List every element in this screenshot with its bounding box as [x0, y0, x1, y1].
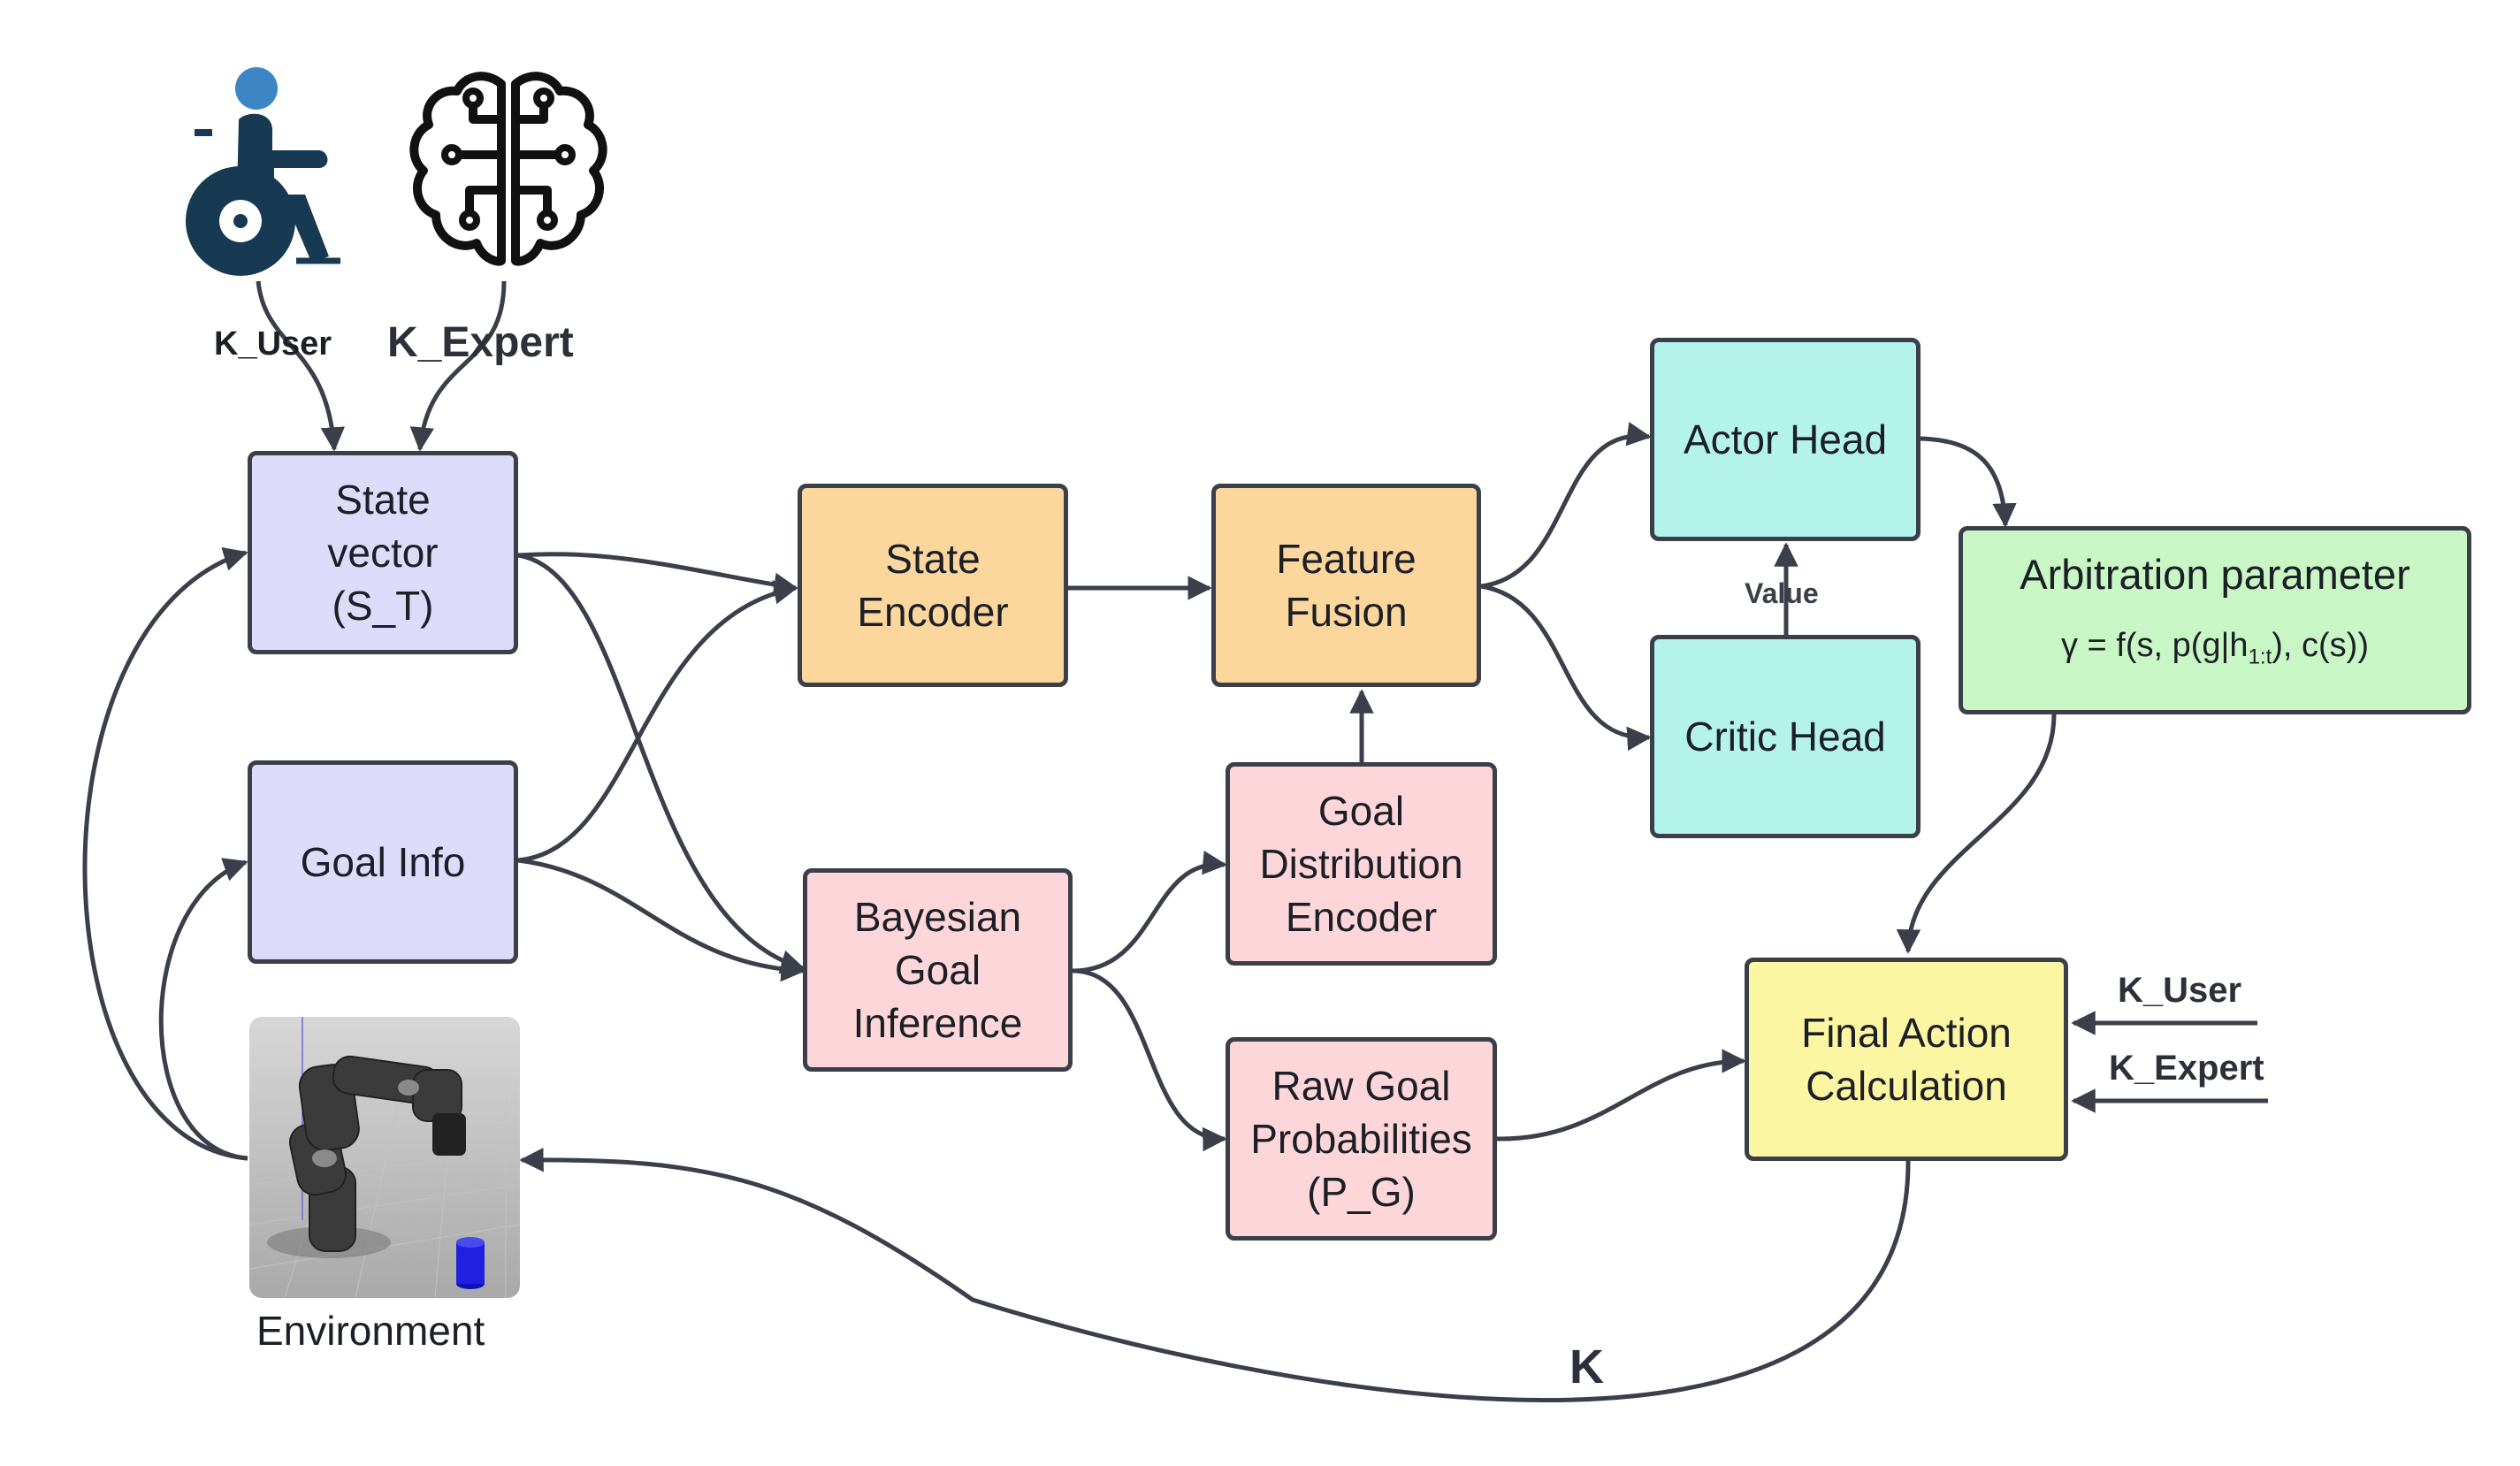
goal-dist-line-3: Encoder — [1285, 894, 1438, 940]
edge-bayes-to-rawgoal — [1072, 968, 1227, 1152]
k-user-top-label: K_User — [214, 325, 332, 363]
edge-fusion-to-critic — [1480, 584, 1652, 752]
k-bottom-label: K — [1569, 1340, 1604, 1393]
value-label: Value — [1745, 577, 1819, 609]
goal-dist-line-2: Distribution — [1259, 841, 1463, 887]
edge-state-to-bayes — [517, 553, 806, 974]
k-user-right-label: K_User — [2118, 971, 2242, 1010]
wheelchair-user-icon — [186, 67, 340, 276]
edge-rawgoal-to-final — [1496, 1049, 1746, 1141]
goal-info-node: Goal Info — [248, 760, 518, 964]
environment-label: Environment — [256, 1308, 485, 1354]
arbitration-parameter-node: Arbitration parameter γ = f(s, p(g|h1:t)… — [1959, 526, 2471, 714]
state-encoder-node: State Encoder — [798, 484, 1068, 687]
state-vector-line-3: (S_T) — [332, 583, 434, 629]
arbitration-formula: γ = f(s, p(g|h1:t), c(s)) — [2061, 624, 2369, 679]
raw-goal-line-2: Probabilities — [1250, 1116, 1472, 1162]
final-action-calculation-node: Final Action Calculation — [1745, 958, 2068, 1161]
goal-dist-line-1: Goal — [1317, 788, 1405, 834]
edge-goal-to-encoder — [517, 580, 798, 863]
edge-arbitration-to-final — [1896, 714, 2057, 954]
feature-fusion-node: Feature Fusion — [1211, 484, 1481, 687]
bayesian-goal-inference-node: Bayesian Goal Inference — [803, 868, 1073, 1072]
edge-actor-to-arbitration — [1920, 436, 2017, 528]
edge-kuser-to-state — [256, 280, 346, 452]
raw-goal-probabilities-node: Raw Goal Probabilities (P_G) — [1226, 1037, 1497, 1241]
final-action-line-1: Final Action — [1801, 1010, 2012, 1056]
formula-subscript: 1:t — [2248, 645, 2272, 669]
state-vector-node: State vector (S_T) — [248, 451, 518, 654]
raw-goal-line-1: Raw Goal — [1271, 1063, 1451, 1109]
edge-final-to-environment — [519, 1148, 1911, 1402]
bayesian-line-3: Inference — [852, 1000, 1023, 1046]
state-vector-line-2: vector — [327, 530, 439, 576]
formula-end: ), c(s)) — [2272, 627, 2369, 664]
formula-main: γ = f(s, p(g|h — [2061, 627, 2249, 664]
edge-goal-to-bayes — [517, 858, 806, 982]
bayesian-line-2: Goal — [894, 947, 981, 993]
brain-circuit-icon — [409, 72, 607, 266]
feature-fusion-line-1: Feature — [1276, 536, 1417, 582]
feature-fusion-line-2: Fusion — [1285, 589, 1408, 635]
state-encoder-line-2: Encoder — [857, 589, 1009, 635]
arbitration-title: Arbitration parameter — [2020, 551, 2410, 598]
actor-head-label: Actor Head — [1683, 416, 1888, 462]
robot-arm-simulation-image — [249, 1017, 520, 1298]
edge-environment-to-state — [82, 547, 248, 1161]
final-action-line-2: Calculation — [1806, 1063, 2007, 1109]
edge-state-to-encoder — [517, 552, 798, 597]
edge-bayes-to-goaldist — [1072, 851, 1227, 974]
state-vector-line-1: State — [335, 477, 431, 523]
goal-info-label: Goal Info — [300, 839, 466, 885]
actor-head-node: Actor Head — [1650, 338, 1921, 541]
edge-environment-to-goal — [158, 858, 248, 1161]
edge-fusion-to-actor — [1480, 422, 1652, 589]
k-expert-top-label: K_Expert — [387, 319, 574, 366]
bayesian-line-1: Bayesian — [853, 894, 1022, 940]
critic-head-label: Critic Head — [1684, 714, 1886, 760]
critic-head-node: Critic Head — [1650, 635, 1921, 838]
raw-goal-line-3: (P_G) — [1307, 1169, 1416, 1215]
state-encoder-line-1: State — [885, 536, 981, 582]
edge-kexpert-to-state — [409, 280, 507, 452]
goal-distribution-encoder-node: Goal Distribution Encoder — [1226, 762, 1497, 966]
k-expert-right-label: K_Expert — [2109, 1049, 2264, 1088]
